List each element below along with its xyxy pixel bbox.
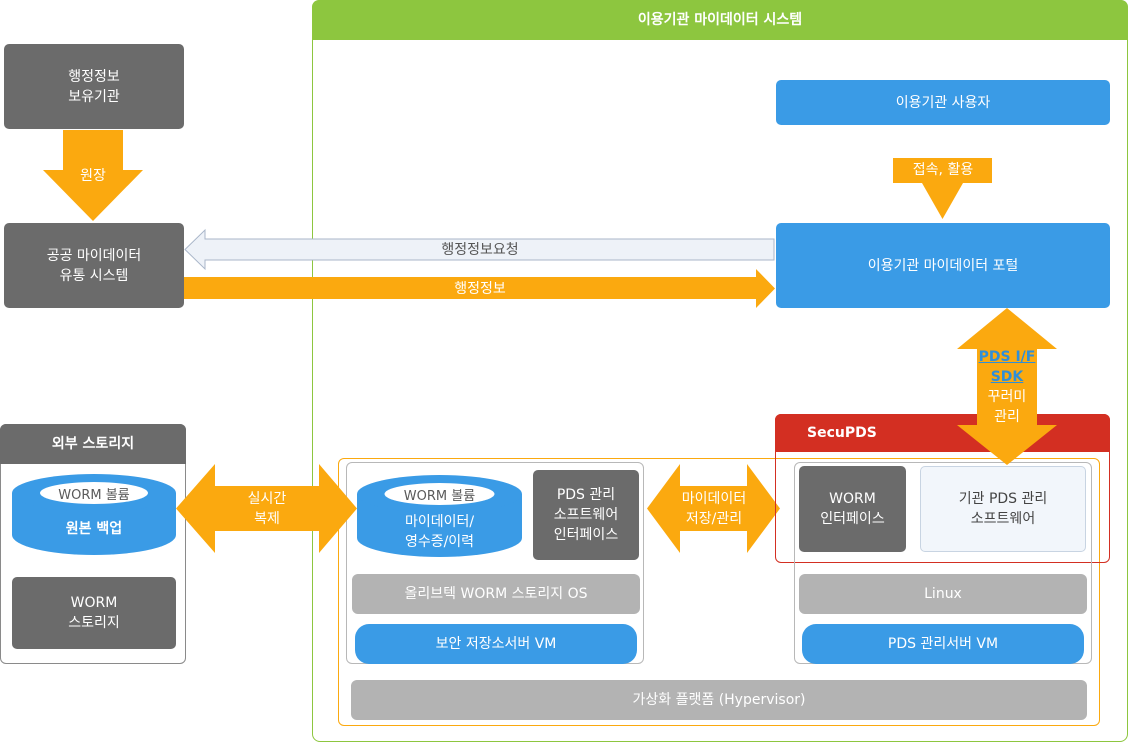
oliveteck-worm-os-bar: 올리브텍 WORM 스토리지 OS (352, 574, 640, 614)
linux-bar: Linux (799, 574, 1087, 614)
mydata-store-arrow (647, 464, 780, 553)
system-title: 이용기관 마이데이터 시스템 (312, 0, 1128, 40)
original-arrow-label: 원장 (80, 168, 106, 184)
worm-interface-box: WORM 인터페이스 (799, 466, 906, 552)
hypervisor-bar: 가상화 플랫폼 (Hypervisor) (351, 680, 1087, 720)
platform-container (338, 458, 1100, 726)
access-arrow-label: 접속, 활용 (912, 162, 974, 178)
org-pds-mgmt-software-box: 기관 PDS 관리 소프트웨어 (920, 466, 1086, 552)
external-storage-title: 외부 스토리지 (0, 424, 186, 464)
pds-mgmt-vm-bar: PDS 관리서버 VM (802, 624, 1084, 664)
mydata-worm-volume-label: WORM 볼륨 (403, 488, 476, 504)
mydata-store-arrow-label: 마이데이터 저장/관리 (681, 491, 747, 527)
original-backup-label: 원본 백업 (65, 521, 123, 537)
replication-arrow (176, 464, 357, 553)
org-user-box: 이용기관 사용자 (776, 80, 1110, 125)
package-management-label: 꾸러미 관리 (987, 389, 1027, 425)
pds-if-link[interactable]: PDS I/F (978, 349, 1036, 365)
sdk-link[interactable]: SDK (990, 369, 1024, 385)
replication-arrow-label: 실시간 복제 (247, 491, 287, 527)
pds-interface-arrow-labels: PDS I/F SDK 꾸러미 관리 (956, 347, 1058, 427)
admin-info-arrow-label: 행정정보 (454, 281, 506, 297)
mydata-receipt-history-label: 마이데이터/ 영수증/이력 (404, 514, 475, 550)
original-arrow (43, 130, 143, 221)
public-mydata-system-box: 공공 마이데이터 유통 시스템 (4, 223, 184, 308)
pds-interface-arrow (957, 308, 1057, 465)
request-arrow (184, 228, 775, 271)
org-mydata-portal-box: 이용기관 마이데이터 포털 (776, 223, 1110, 308)
request-arrow-label: 행정정보요청 (441, 242, 519, 258)
secupds-title: SecuPDS (775, 414, 1110, 452)
access-arrow (893, 158, 992, 219)
admin-info-holder-box: 행정정보 보유기관 (4, 44, 184, 129)
pds-mgmt-software-interface-box: PDS 관리 소프트웨어 인터페이스 (533, 470, 639, 560)
mydata-worm-volume-cylinder: WORM 볼륨 마이데이터/ 영수증/이력 (357, 474, 522, 558)
worm-storage-box: WORM 스토리지 (12, 577, 176, 649)
admin-info-arrow (184, 269, 775, 308)
external-worm-volume-cylinder: WORM 볼륨 원본 백업 (12, 473, 176, 557)
external-worm-volume-label: WORM 볼륨 (58, 487, 130, 503)
secure-storage-vm-bar: 보안 저장소서버 VM (355, 624, 637, 664)
